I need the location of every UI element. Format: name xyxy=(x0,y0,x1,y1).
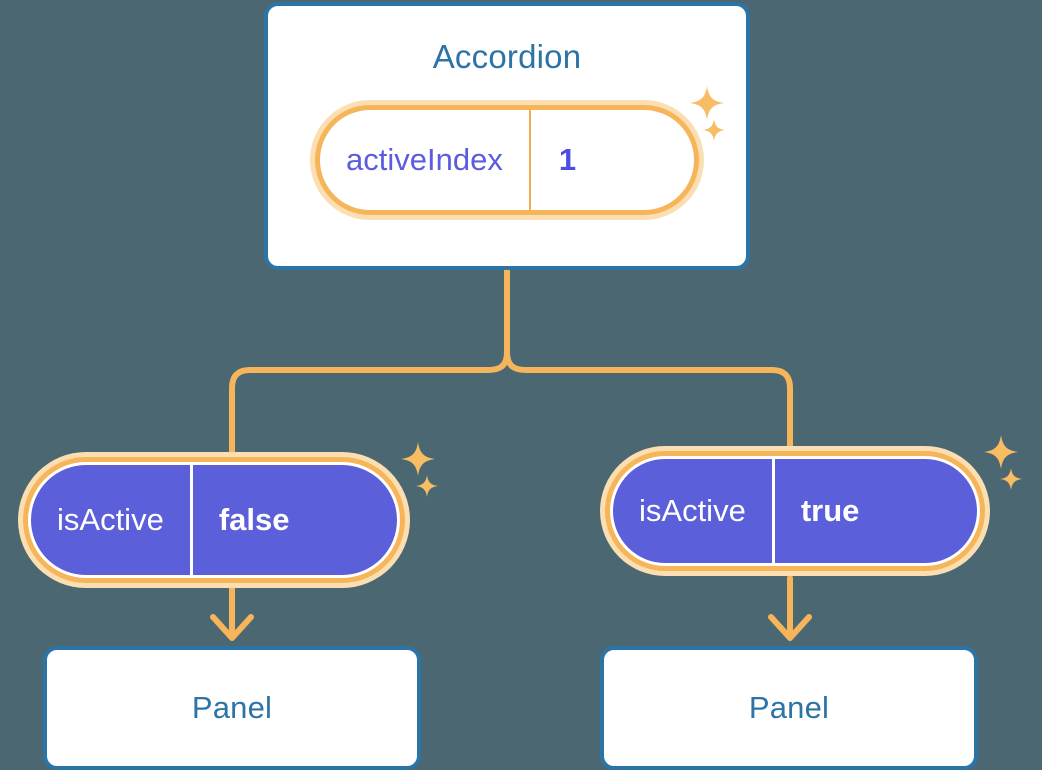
sparkle-left-pill-small-icon xyxy=(416,475,438,497)
prop-pill-body-right: isActive true xyxy=(610,456,980,566)
prop-pill-ring-left: isActive false xyxy=(23,457,405,583)
sparkle-right-pill-large-icon xyxy=(984,435,1018,469)
panel-title-right: Panel xyxy=(748,690,830,725)
state-pill-active-index[interactable]: activeIndex 1 xyxy=(310,100,704,220)
prop-pill-key-is-active-left: isActive xyxy=(57,502,164,537)
prop-pill-value-is-active-right: true xyxy=(771,459,886,563)
sparkle-right-pill-small-icon xyxy=(1000,468,1022,490)
panel-title-left: Panel xyxy=(191,690,273,725)
panel-component-card-right[interactable]: Panel xyxy=(600,646,978,770)
arrow-head-right xyxy=(768,614,812,641)
state-pill-value-active-index: 1 xyxy=(528,110,604,210)
state-pill-key-active-index: activeIndex xyxy=(346,142,503,177)
connector-bus-left xyxy=(229,349,510,455)
prop-pill-ring-right: isActive true xyxy=(605,451,985,571)
accordion-title: Accordion xyxy=(432,38,582,75)
connector-bus-right xyxy=(504,349,793,455)
sparkle-left-pill-large-icon xyxy=(401,442,435,476)
state-pill-body: activeIndex 1 xyxy=(320,110,694,210)
panel-component-card-left[interactable]: Panel xyxy=(43,646,421,770)
prop-pill-is-active-left[interactable]: isActive false xyxy=(18,452,410,588)
arrow-head-left xyxy=(210,614,254,641)
prop-pill-key-is-active-right: isActive xyxy=(639,493,746,528)
state-pill-ring: activeIndex 1 xyxy=(315,105,699,215)
prop-pill-body-left: isActive false xyxy=(28,462,400,578)
prop-pill-value-is-active-left: false xyxy=(189,465,316,575)
prop-pill-is-active-right[interactable]: isActive true xyxy=(600,446,990,576)
